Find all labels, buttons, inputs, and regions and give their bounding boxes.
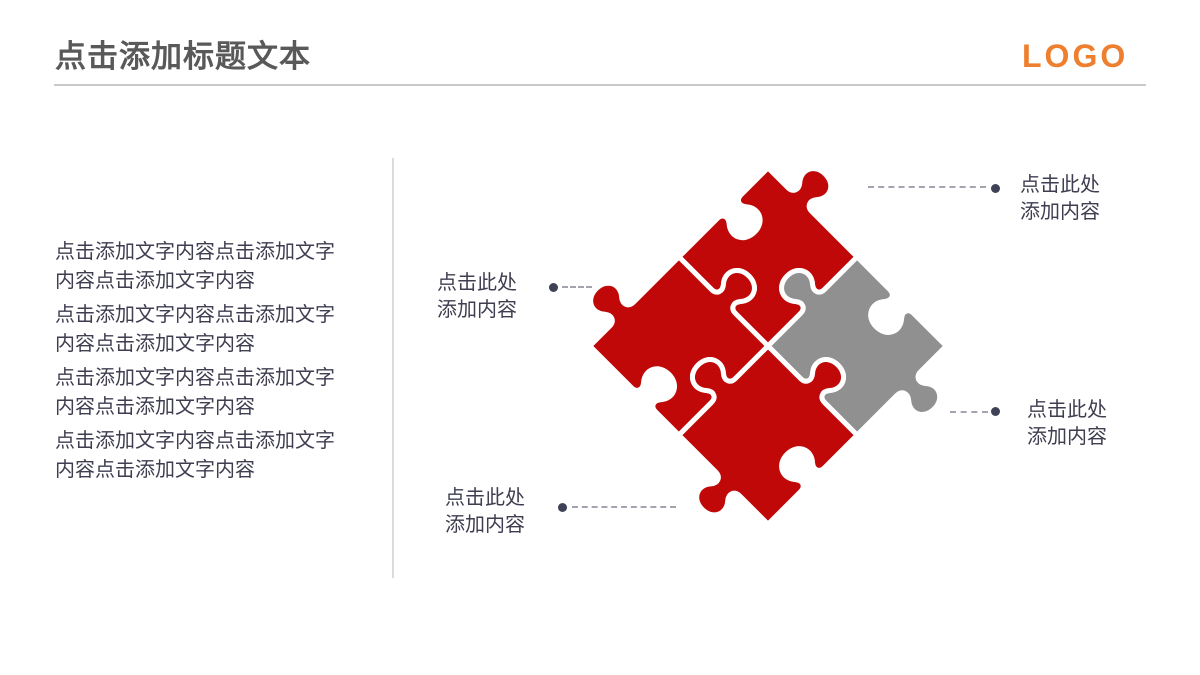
callout-connector-1 <box>868 186 986 188</box>
callout-line: 添加内容 <box>1027 426 1107 448</box>
callout-line: 点击此处 <box>1020 174 1100 196</box>
callout-line: 添加内容 <box>1020 201 1100 223</box>
body-paragraph: 点击添加文字内容点击添加文字内容点击添加文字内容 <box>55 241 335 292</box>
callout-dot-1 <box>991 184 1000 193</box>
content-divider <box>392 158 394 578</box>
slide-title-placeholder[interactable]: 点击添加标题文本 <box>55 39 311 74</box>
callout-connector-3 <box>562 286 592 288</box>
puzzle-diagram <box>587 165 949 550</box>
body-paragraph: 点击添加文字内容点击添加文字内容点击添加文字内容 <box>55 430 335 481</box>
callout-label-1[interactable]: 点击此处 添加内容 <box>1020 172 1100 226</box>
callout-label-4[interactable]: 点击此处 添加内容 <box>445 485 525 539</box>
callout-dot-3 <box>549 283 558 292</box>
callout-line: 点击此处 <box>445 487 525 509</box>
callout-line: 添加内容 <box>445 514 525 536</box>
body-paragraph: 点击添加文字内容点击添加文字内容点击添加文字内容 <box>55 304 335 355</box>
body-paragraph: 点击添加文字内容点击添加文字内容点击添加文字内容 <box>55 367 335 418</box>
callout-label-3[interactable]: 点击此处 添加内容 <box>437 270 517 324</box>
header-rule <box>54 84 1146 86</box>
puzzle-piece-bottom[interactable] <box>628 295 883 550</box>
callout-connector-4 <box>572 506 676 508</box>
callout-line: 点击此处 <box>1027 399 1107 421</box>
logo-text: LOGO <box>1022 38 1129 74</box>
callout-connector-2 <box>950 411 988 413</box>
callout-line: 添加内容 <box>437 299 517 321</box>
callout-line: 点击此处 <box>437 272 517 294</box>
callout-label-2[interactable]: 点击此处 添加内容 <box>1027 397 1107 451</box>
callout-dot-4 <box>558 503 567 512</box>
body-text-placeholder[interactable]: 点击添加文字内容点击添加文字内容点击添加文字内容 点击添加文字内容点击添加文字内… <box>55 238 347 490</box>
callout-dot-2 <box>991 407 1000 416</box>
